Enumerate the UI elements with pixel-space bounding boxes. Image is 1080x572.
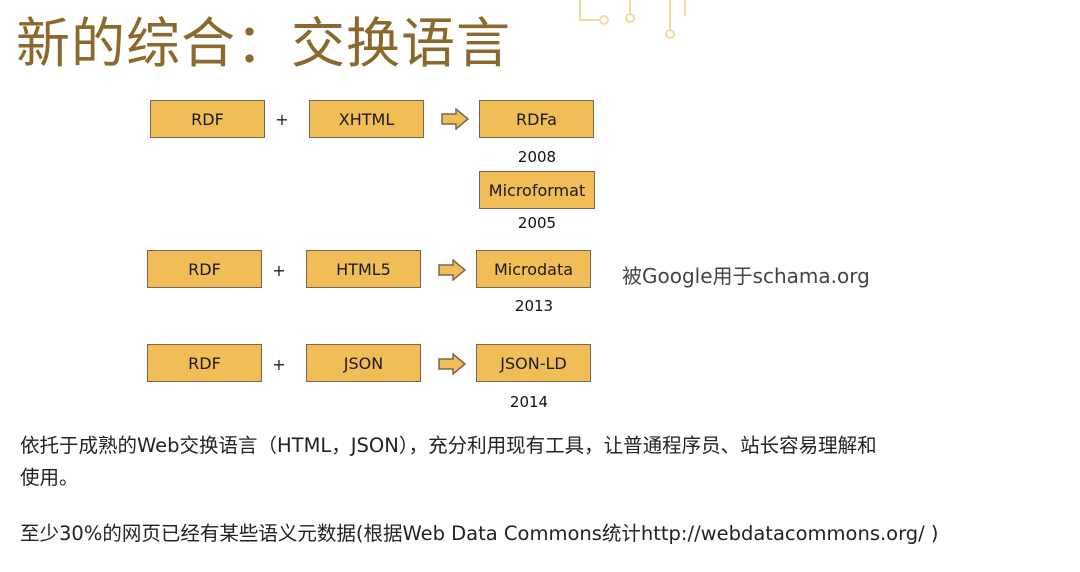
- page-title: 新的综合：交换语言: [16, 12, 511, 75]
- year-label: 2005: [517, 214, 557, 232]
- right-arrow-icon: [441, 108, 469, 130]
- plus-sign: +: [272, 355, 286, 374]
- year-label: 2008: [517, 148, 557, 166]
- right-arrow-icon: [438, 259, 466, 281]
- html5-box: HTML5: [306, 250, 421, 288]
- rdf-box: RDF: [147, 250, 262, 288]
- year-label: 2013: [514, 297, 554, 315]
- xhtml-box: XHTML: [309, 100, 424, 138]
- plus-sign: +: [272, 261, 286, 280]
- body-paragraph-line: 使用。: [20, 466, 79, 489]
- json-ld-box: JSON-LD: [476, 344, 591, 382]
- decorative-circuit-graphic: [579, 0, 686, 39]
- statistics-paragraph: 至少30%的网页已经有某些语义元数据(根据Web Data Commons统计h…: [20, 522, 939, 545]
- right-arrow-icon: [438, 353, 466, 375]
- year-label: 2014: [509, 393, 549, 411]
- body-paragraph-line: 依托于成熟的Web交换语言（HTML，JSON），充分利用现有工具，让普通程序员…: [20, 434, 877, 457]
- microformat-box: Microformat: [479, 171, 595, 209]
- rdf-box: RDF: [150, 100, 265, 138]
- rdfa-box: RDFa: [479, 100, 594, 138]
- json-box: JSON: [306, 344, 421, 382]
- google-note: 被Google用于schama.org: [622, 264, 870, 288]
- rdf-box: RDF: [147, 344, 262, 382]
- plus-sign: +: [275, 110, 289, 129]
- microdata-box: Microdata: [476, 250, 591, 288]
